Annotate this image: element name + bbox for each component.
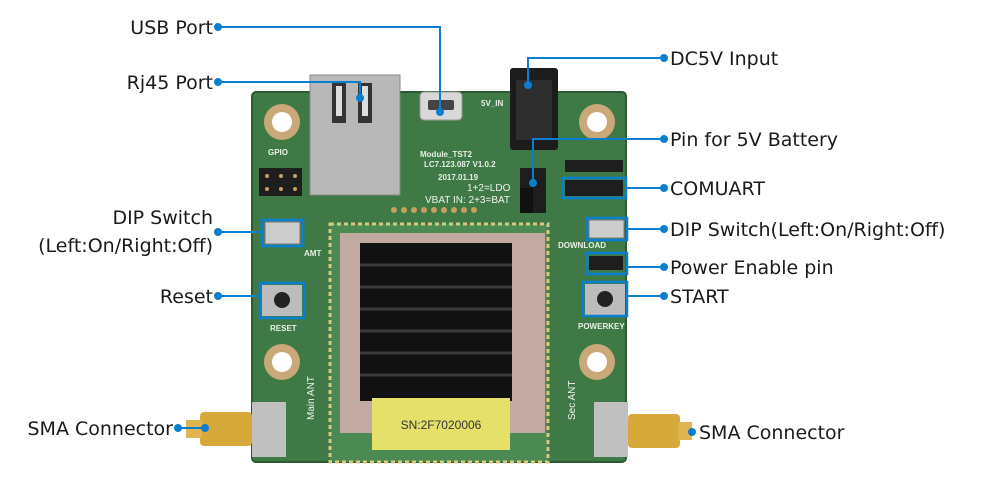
label-dip-switch-left-note: (Left:On/Right:Off) xyxy=(38,235,213,257)
silk-module: Module_TST2 xyxy=(420,150,473,159)
mounting-hole xyxy=(579,104,615,140)
silk-date: 2017.01.19 xyxy=(438,173,479,182)
silk-sec-ant: Sec ANT xyxy=(567,381,578,420)
pad-row xyxy=(391,207,477,213)
sma-connector-right xyxy=(594,402,692,457)
silk-download: DOWNLOAD xyxy=(558,241,606,250)
silk-amt: AMT xyxy=(304,249,321,258)
label-dip-switch-right: DIP Switch(Left:On/Right:Off) xyxy=(670,219,945,241)
heatsink xyxy=(360,243,512,401)
power-enable-jumper xyxy=(589,256,623,270)
serial-number: SN:2F7020006 xyxy=(401,418,482,432)
label-rj45-port: Rj45 Port xyxy=(127,72,213,94)
mounting-hole xyxy=(579,344,615,380)
silk-gpio: GPIO xyxy=(268,148,288,157)
gpio-header xyxy=(259,168,302,196)
label-sma-right: SMA Connector xyxy=(699,422,845,444)
reset-button[interactable] xyxy=(262,285,302,316)
dip-switch-right[interactable] xyxy=(588,219,625,239)
silk-ldo: 1+2=LDO xyxy=(467,183,511,194)
serial-label xyxy=(372,398,510,450)
silk-vbat: VBAT IN: 2+3=BAT xyxy=(425,195,510,206)
start-button[interactable] xyxy=(585,284,625,315)
label-power-enable: Power Enable pin xyxy=(670,257,834,279)
label-reset: Reset xyxy=(160,286,213,308)
silk-powerkey: POWERKEY xyxy=(578,322,625,331)
pcb-board: GPIO 5V_IN Module_TST2 LC7.123.087 V1.0.… xyxy=(186,68,692,464)
callout-lines xyxy=(174,23,696,436)
dc-barrel-jack xyxy=(510,68,558,150)
sma-connector-left xyxy=(186,402,286,457)
label-battery-pin: Pin for 5V Battery xyxy=(670,129,838,151)
lte-module: SN:2F7020006 xyxy=(328,222,550,464)
rj45-jack xyxy=(309,74,401,196)
label-dip-switch-left: DIP Switch xyxy=(112,207,213,229)
mounting-hole xyxy=(264,344,300,380)
comuart-header xyxy=(565,180,623,196)
dip-switch-left[interactable] xyxy=(264,221,301,245)
label-start: START xyxy=(670,286,729,308)
silk-pcb-code: LC7.123.087 V1.0.2 xyxy=(424,160,496,169)
label-dc5v-input: DC5V Input xyxy=(670,48,778,70)
silk-main-ant: Main ANT xyxy=(306,376,317,420)
label-sma-left: SMA Connector xyxy=(28,418,174,440)
silk-reset: RESET xyxy=(270,324,297,333)
label-comuart: COMUART xyxy=(670,178,765,200)
mounting-hole xyxy=(264,104,300,140)
silk-5v-in: 5V_IN xyxy=(481,99,503,108)
uart-header xyxy=(565,160,623,172)
label-usb-port: USB Port xyxy=(130,17,213,39)
